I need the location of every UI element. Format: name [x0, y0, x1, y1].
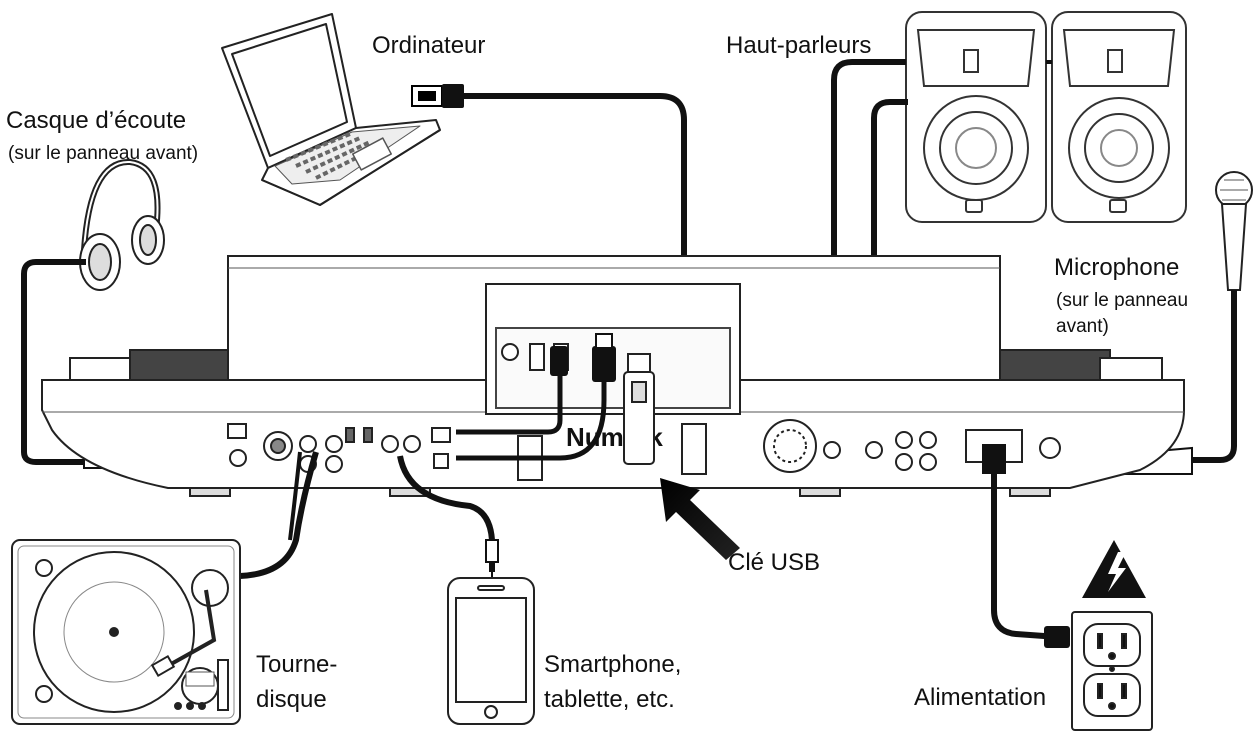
power-outlet-icon [1071, 611, 1153, 731]
microphone-icon [1215, 171, 1253, 291]
warning-lightning-icon [1082, 540, 1146, 598]
laptop-icon [221, 13, 441, 206]
speaker-icon [1051, 11, 1187, 223]
usb-plug-icon [411, 84, 464, 108]
smartphone-icon [447, 577, 535, 725]
turntable-label-line1: Tourne- [256, 651, 338, 678]
computer-label: Ordinateur [372, 32, 486, 59]
smartphone-label-line1: Smartphone, [544, 651, 682, 678]
turntable-label-line2: disque [256, 686, 327, 713]
arrow-icon [660, 478, 740, 560]
dj-controller-icon [41, 255, 1185, 497]
power-label: Alimentation [914, 684, 1047, 711]
microphone-note-line2: avant) [1056, 316, 1109, 337]
usb-key-label: Clé USB [728, 549, 821, 576]
headphones-icon [79, 158, 165, 291]
smartphone-label-line2: tablette, etc. [544, 686, 675, 713]
headphones-note: (sur le panneau avant) [8, 143, 199, 164]
headphones-label: Casque d’écoute [6, 107, 187, 134]
usb-key-icon [623, 353, 655, 465]
microphone-note-line1: (sur le panneau [1056, 290, 1189, 311]
turntable-icon [11, 539, 241, 725]
speakers-label: Haut-parleurs [726, 32, 872, 59]
microphone-label: Microphone [1054, 254, 1180, 281]
speaker-icon [905, 11, 1047, 223]
